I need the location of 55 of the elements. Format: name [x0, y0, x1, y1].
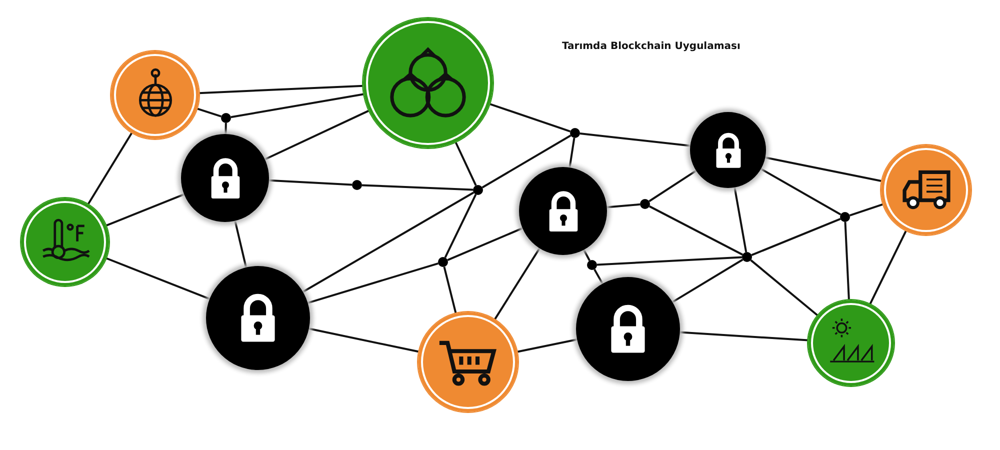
- junction-dot: [221, 113, 231, 123]
- connector-line: [594, 268, 604, 284]
- junction-dot: [640, 199, 650, 209]
- diagram-title: Tarımda Blockchain Uygulaması: [562, 41, 740, 52]
- connector-line: [224, 122, 227, 134]
- connector-line: [308, 328, 420, 353]
- connector-line: [307, 262, 438, 304]
- connector-line: [105, 193, 185, 227]
- junction-dot: [473, 185, 483, 195]
- junction-dot: [570, 128, 580, 138]
- connector-line: [751, 218, 841, 256]
- connector-line: [268, 179, 352, 186]
- connector-line: [443, 266, 457, 314]
- connector-line: [760, 168, 842, 216]
- padlock-node: [576, 277, 680, 381]
- connector-line: [582, 249, 591, 262]
- connector-line: [750, 259, 818, 316]
- connector-line: [672, 258, 744, 303]
- padlock-node: [519, 167, 607, 255]
- connector-line: [234, 220, 248, 268]
- junction-dot: [742, 252, 752, 262]
- padlock-node: [690, 112, 766, 188]
- junction-dot: [438, 257, 448, 267]
- connector-line: [734, 187, 748, 252]
- connector-line: [849, 203, 884, 216]
- padlock-node: [181, 134, 269, 222]
- connector-line: [648, 170, 697, 202]
- connector-line: [444, 194, 477, 258]
- junction-dot: [587, 260, 597, 270]
- connector-line: [106, 257, 210, 300]
- connector-line: [844, 222, 850, 300]
- connector-line: [196, 108, 222, 118]
- connector-line: [362, 184, 474, 191]
- connector-line: [648, 205, 744, 256]
- connector-line: [869, 230, 908, 305]
- connector-line: [568, 138, 576, 168]
- connector-line: [580, 132, 690, 147]
- padlock-node: [206, 266, 310, 370]
- connector-line: [494, 248, 540, 320]
- connector-line: [680, 331, 808, 342]
- connector-line: [302, 192, 474, 293]
- junction-dot: [840, 212, 850, 222]
- connector-line: [489, 102, 571, 132]
- connector-line: [765, 156, 882, 182]
- connector-line: [230, 93, 364, 118]
- connector-line: [606, 203, 640, 208]
- connector-line: [447, 227, 523, 261]
- connector-line: [454, 141, 477, 186]
- junction-dot: [352, 180, 362, 190]
- connector-line: [516, 338, 578, 353]
- connector-line: [596, 256, 742, 266]
- connector-line: [198, 84, 364, 94]
- connector-line: [264, 110, 370, 160]
- connector-line: [87, 132, 133, 205]
- connector-line: [482, 134, 572, 188]
